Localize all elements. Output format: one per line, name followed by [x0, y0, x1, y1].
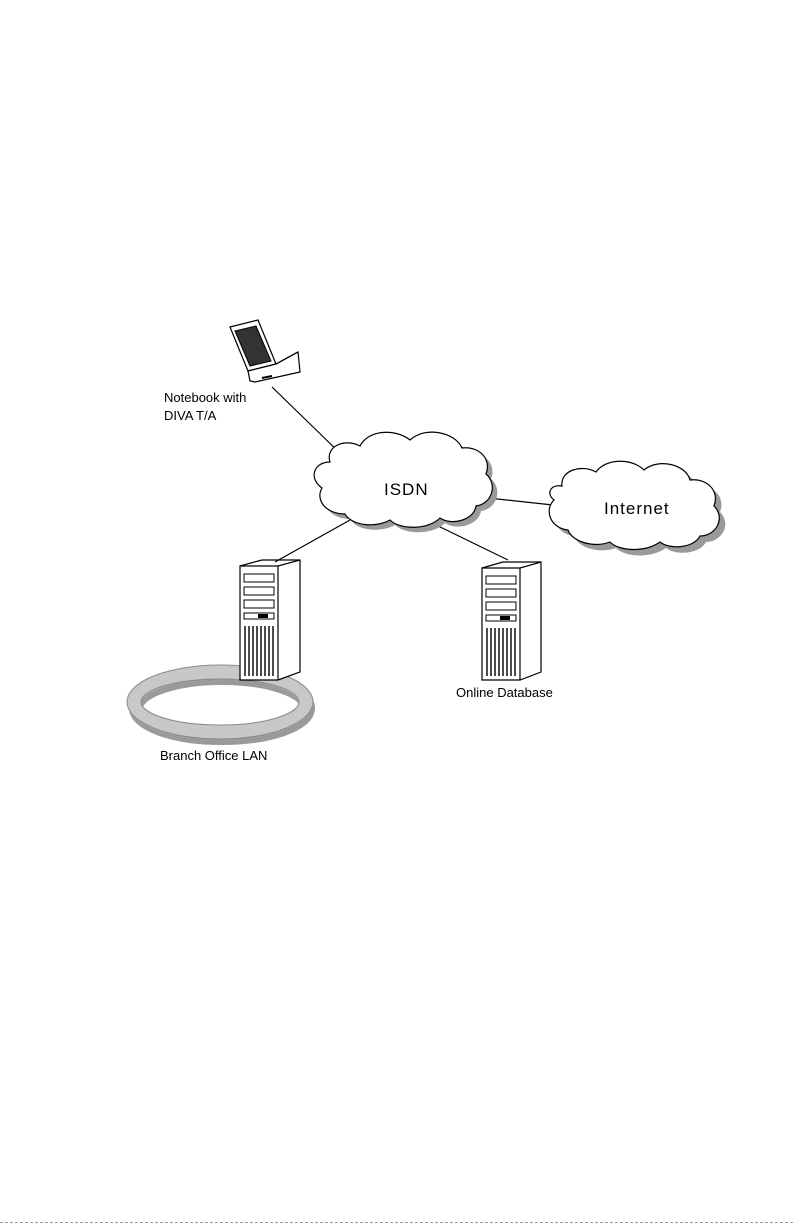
link-isdn-internet: [488, 498, 553, 505]
link-isdn-database: [432, 523, 508, 560]
branch-server-icon: [240, 560, 300, 680]
link-isdn-branch-server: [275, 520, 350, 562]
branch-office-label: Branch Office LAN: [160, 748, 267, 763]
bottom-dashed-rule: [0, 1222, 793, 1223]
notebook-label-line1: Notebook with: [164, 390, 246, 405]
internet-label: Internet: [604, 499, 670, 518]
laptop-icon: [230, 320, 300, 382]
online-database-label: Online Database: [456, 685, 553, 700]
notebook-label-line2: DIVA T/A: [164, 408, 217, 423]
isdn-label: ISDN: [384, 480, 429, 499]
database-server-icon: [482, 562, 541, 680]
